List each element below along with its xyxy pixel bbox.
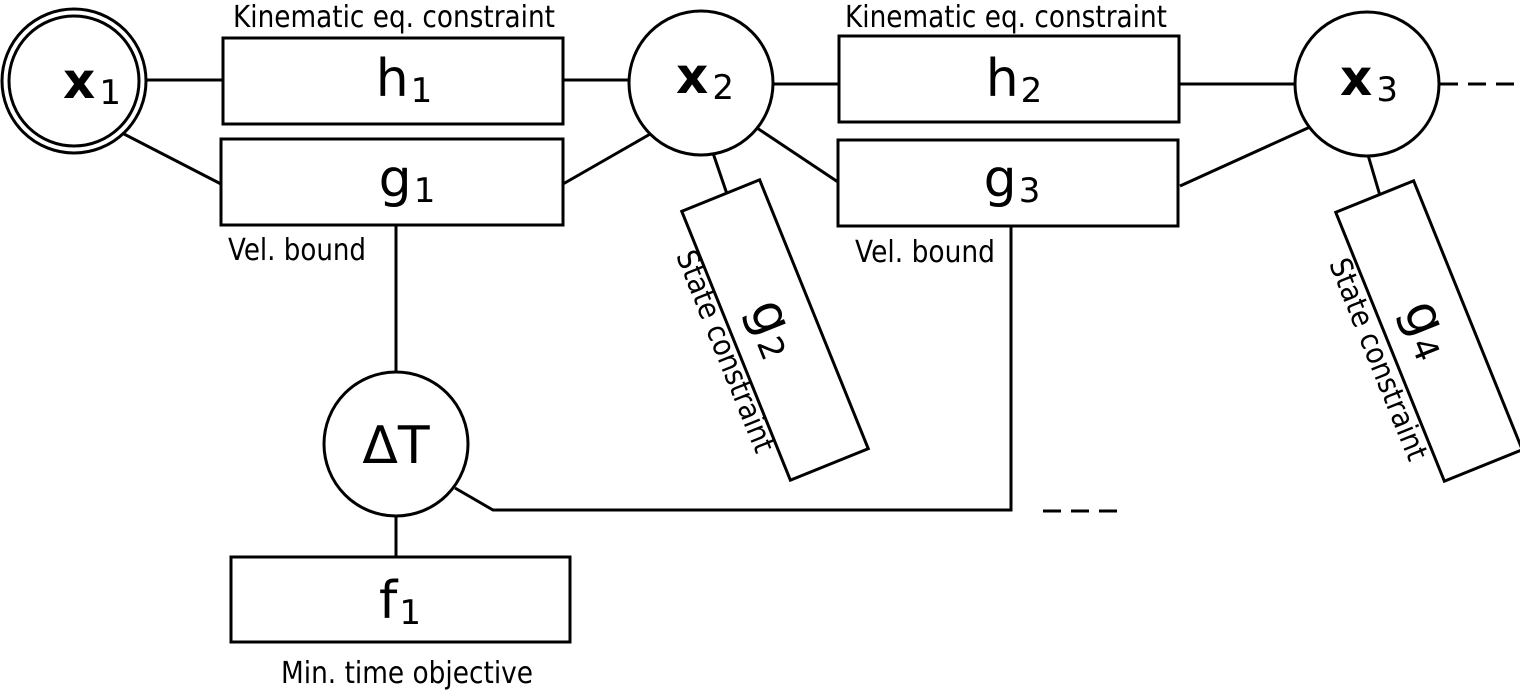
svg-text:g3: g3 bbox=[984, 149, 1041, 211]
edge-x2-g3 bbox=[756, 126, 839, 184]
x3-subscript: 3 bbox=[1376, 70, 1398, 110]
factor-g1: g1 bbox=[219, 137, 565, 227]
factor-h1: h1 bbox=[221, 36, 565, 126]
f1-annotation: Min. time objective bbox=[281, 656, 533, 691]
g1-subscript: 1 bbox=[414, 171, 436, 211]
x2-base: x bbox=[676, 47, 708, 105]
f1-subscript: 1 bbox=[399, 593, 421, 633]
factor-g3: g3 bbox=[836, 138, 1180, 228]
edge-dt-g3 bbox=[454, 226, 1013, 512]
h1-base: h bbox=[376, 49, 409, 109]
svg-text:g1: g1 bbox=[379, 149, 436, 211]
svg-text:x1: x1 bbox=[63, 52, 121, 113]
svg-text:x2: x2 bbox=[676, 47, 734, 108]
g3-annotation: Vel. bound bbox=[855, 235, 995, 270]
g1-base: g bbox=[379, 149, 412, 209]
factor-f1: f1 bbox=[229, 555, 572, 644]
edge-g1-x2 bbox=[562, 131, 653, 186]
delta-t-label: ΔT bbox=[362, 416, 430, 476]
factor-h2: h2 bbox=[837, 34, 1181, 124]
f1-base: f bbox=[379, 571, 399, 631]
factor-g2: g2 bbox=[679, 177, 871, 483]
svg-text:x3: x3 bbox=[1340, 49, 1398, 110]
x1-subscript: 1 bbox=[99, 73, 121, 113]
g1-annotation: Vel. bound bbox=[228, 233, 366, 268]
h2-subscript: 2 bbox=[1021, 71, 1043, 111]
edge-x1-g1 bbox=[123, 132, 222, 186]
h1-annotation: Kinematic eq. constraint bbox=[233, 0, 555, 35]
edge-g3-x3 bbox=[1179, 125, 1311, 188]
edge-x3-g4 bbox=[1366, 154, 1383, 200]
h2-base: h bbox=[986, 49, 1019, 109]
g3-base: g bbox=[984, 149, 1017, 209]
h2-annotation: Kinematic eq. constraint bbox=[845, 0, 1167, 35]
x2-subscript: 2 bbox=[712, 68, 734, 108]
x1-base: x bbox=[63, 52, 95, 110]
svg-text:h1: h1 bbox=[376, 49, 433, 111]
svg-text:f1: f1 bbox=[379, 571, 421, 633]
variable-node-delta-t: ΔT bbox=[322, 370, 470, 518]
svg-text:h2: h2 bbox=[986, 49, 1043, 111]
h1-subscript: 1 bbox=[411, 71, 433, 111]
edges bbox=[123, 78, 1383, 557]
x3-base: x bbox=[1340, 49, 1372, 107]
edge-x2-g2 bbox=[711, 152, 730, 198]
g3-subscript: 3 bbox=[1019, 171, 1041, 211]
factor-g4: g4 bbox=[1333, 178, 1520, 484]
